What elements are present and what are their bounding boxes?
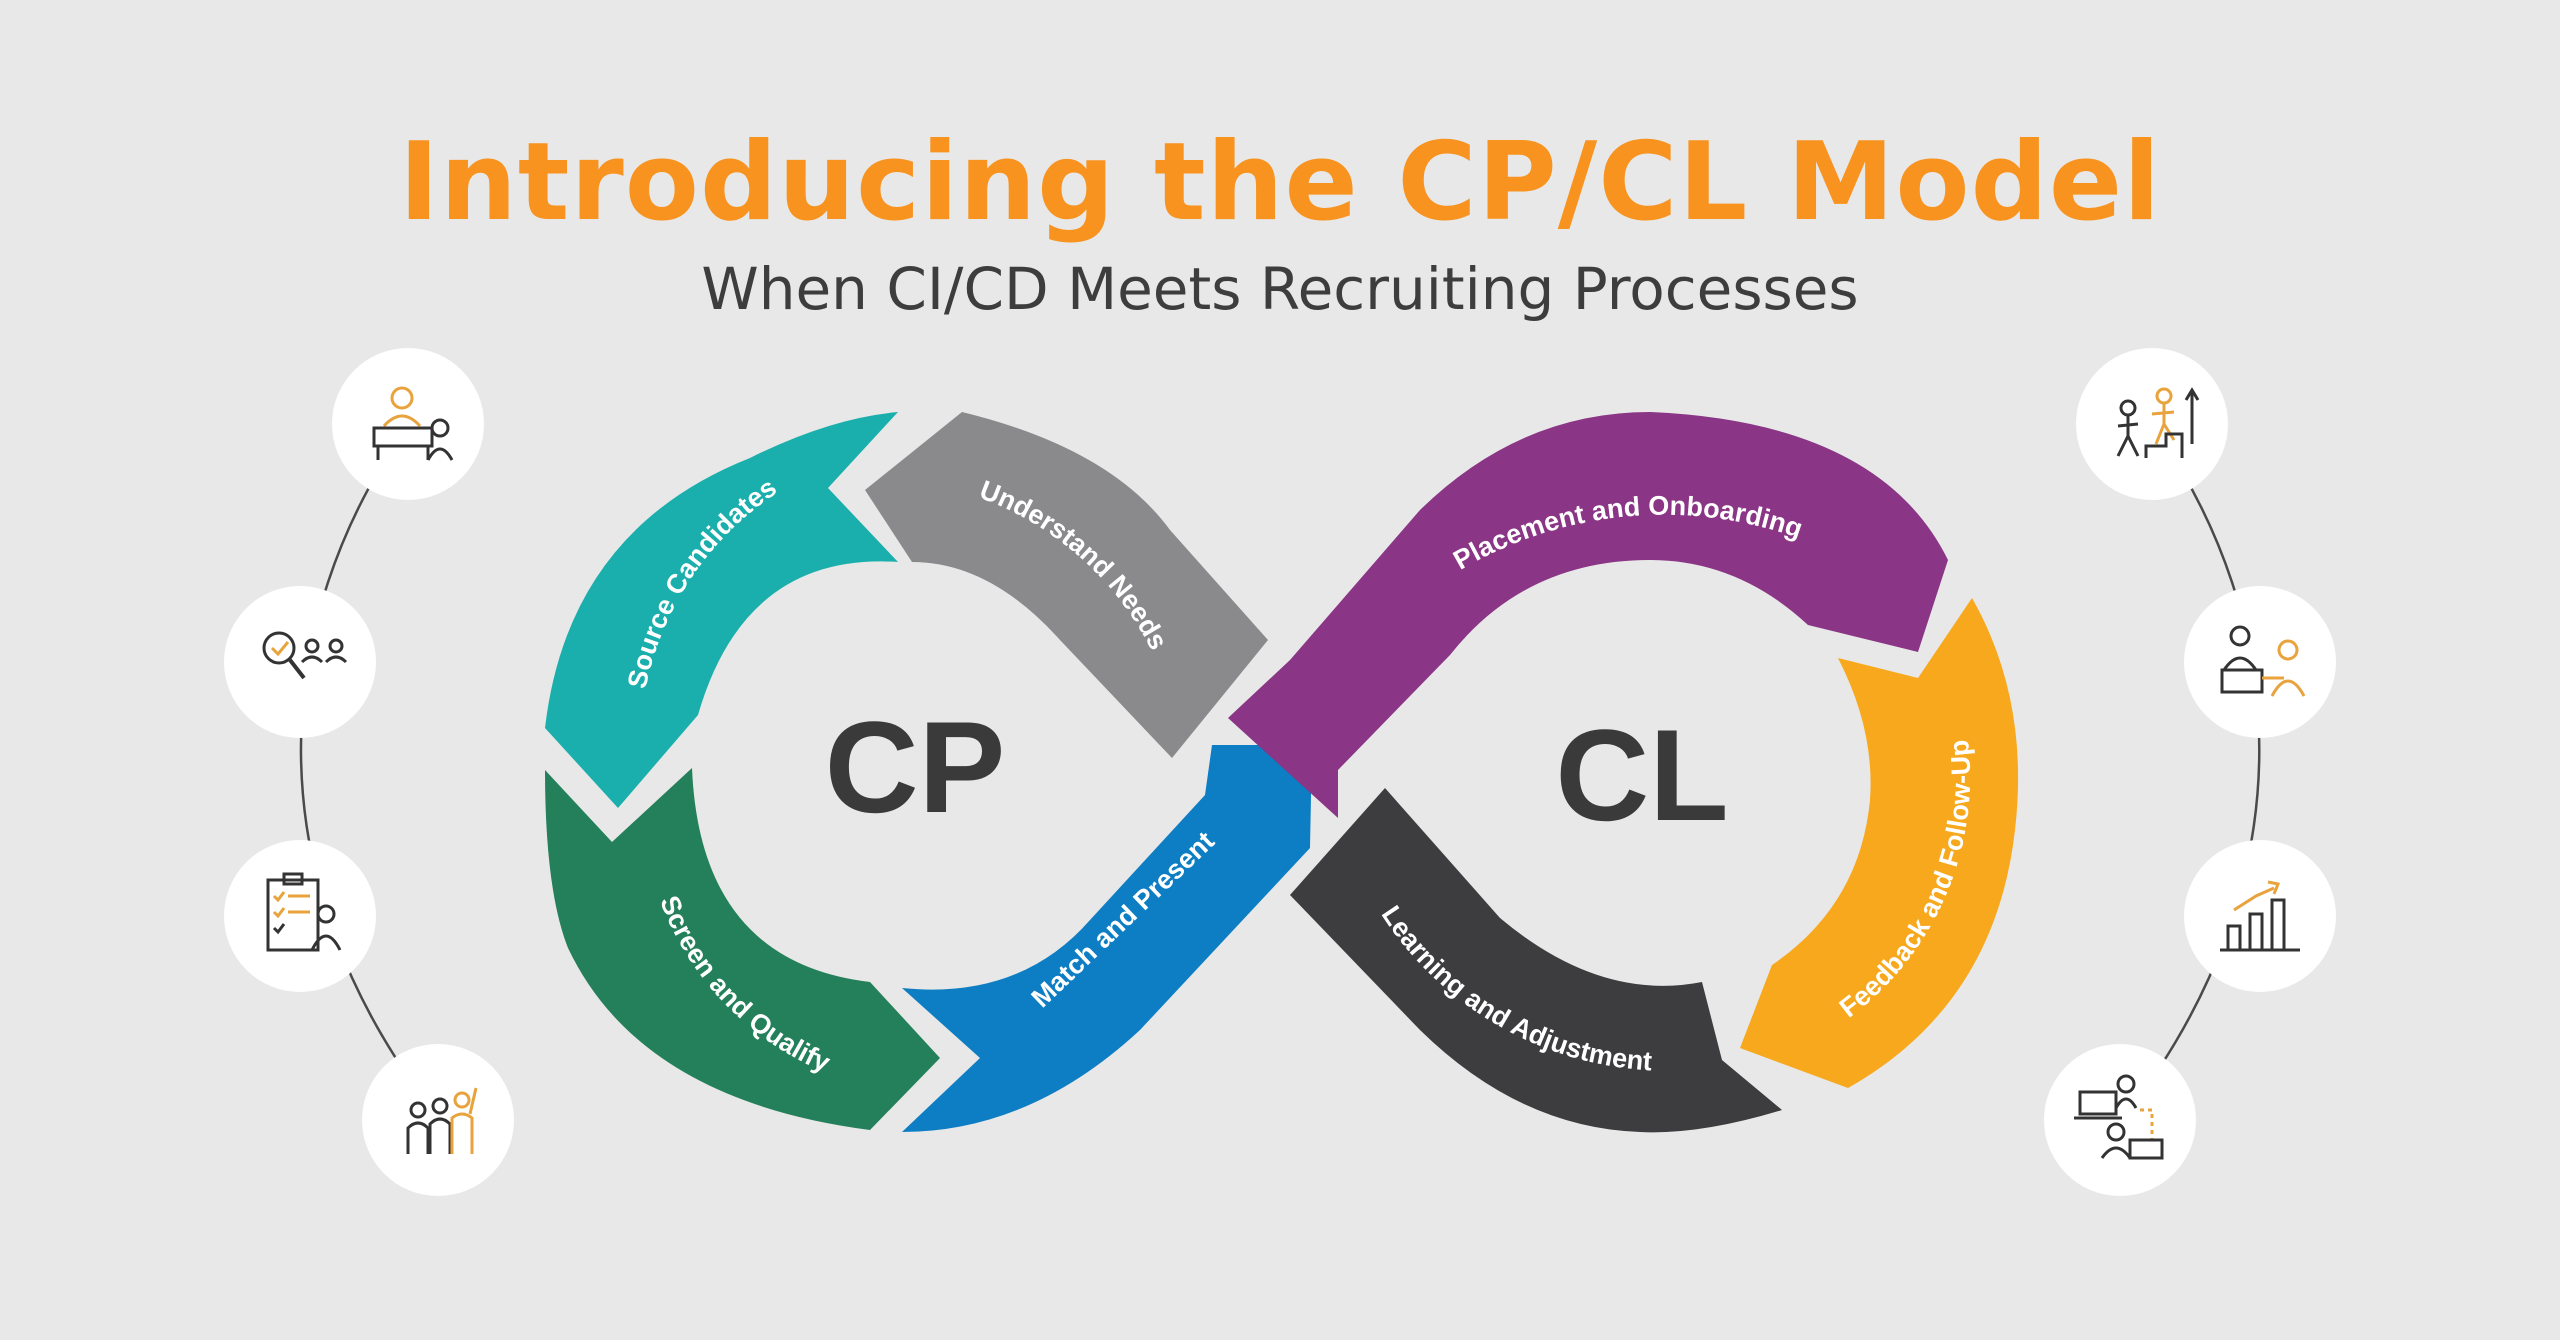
cl-label: CL [1555, 702, 1728, 848]
onboarding-desk-icon [2184, 586, 2336, 738]
growth-chart-icon [2184, 840, 2336, 992]
segment-placement-and-onboarding [1228, 412, 1948, 818]
segment-feedback-and-follow-up [1740, 598, 2019, 1088]
candidate-search-icon [224, 586, 376, 738]
segment-source-candidates [545, 412, 898, 808]
segment-learning-and-adjustment [1290, 788, 1782, 1133]
page-subtitle: When CI/CD Meets Recruiting Processes [701, 255, 1859, 323]
left-connector-arc [299, 424, 441, 1121]
team-raise-hand-icon [362, 1044, 514, 1196]
right-connector-arc [2121, 424, 2261, 1121]
segment-screen-and-qualify [545, 768, 940, 1130]
segment-understand-needs [865, 412, 1268, 758]
remote-meeting-icon [2044, 1044, 2196, 1196]
segment-match-and-present [902, 745, 1312, 1132]
checklist-clipboard-icon [224, 840, 376, 992]
career-climb-icon [2076, 348, 2228, 500]
page-title: Introducing the CP/CL Model [398, 120, 2162, 245]
cp-label: CP [825, 694, 1006, 840]
presenter-desk-icon [332, 348, 484, 500]
